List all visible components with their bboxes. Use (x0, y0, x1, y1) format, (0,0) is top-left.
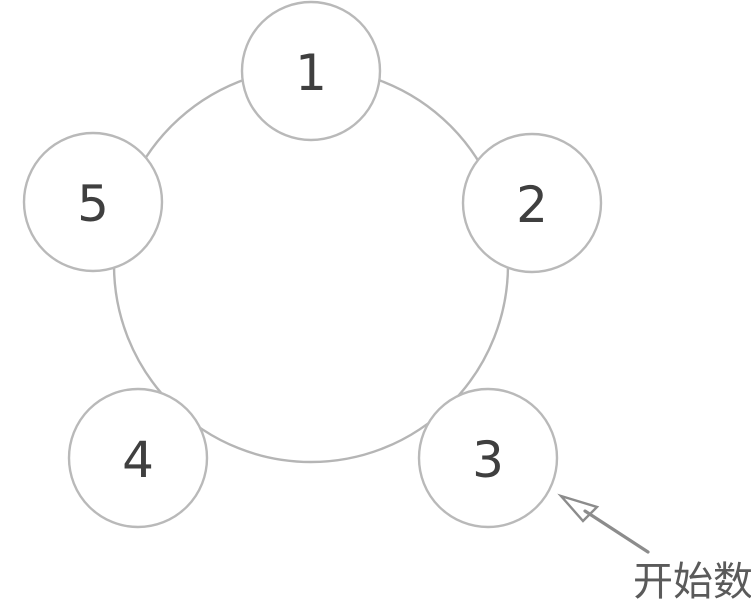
node-5[interactable]: 5 (22, 131, 164, 273)
node-5-circle[interactable] (22, 131, 164, 273)
node-1-circle[interactable] (240, 0, 382, 142)
node-3[interactable]: 3 (417, 387, 559, 529)
node-2-label: 2 (516, 176, 548, 234)
start-annotation-arrow (557, 493, 650, 554)
node-4[interactable]: 4 (67, 387, 209, 529)
node-2-circle[interactable] (461, 132, 603, 274)
arrow-head-icon (557, 493, 600, 523)
node-5-label: 5 (77, 175, 109, 233)
arrow-shaft (583, 509, 650, 554)
node-3-circle[interactable] (417, 387, 559, 529)
node-4-label: 4 (122, 431, 154, 489)
node-3-label: 3 (472, 431, 504, 489)
node-4-circle[interactable] (67, 387, 209, 529)
node-2[interactable]: 2 (461, 132, 603, 274)
start-annotation-label: 开始数 (633, 559, 751, 603)
node-1[interactable]: 1 (240, 0, 382, 142)
node-1-label: 1 (295, 44, 327, 102)
